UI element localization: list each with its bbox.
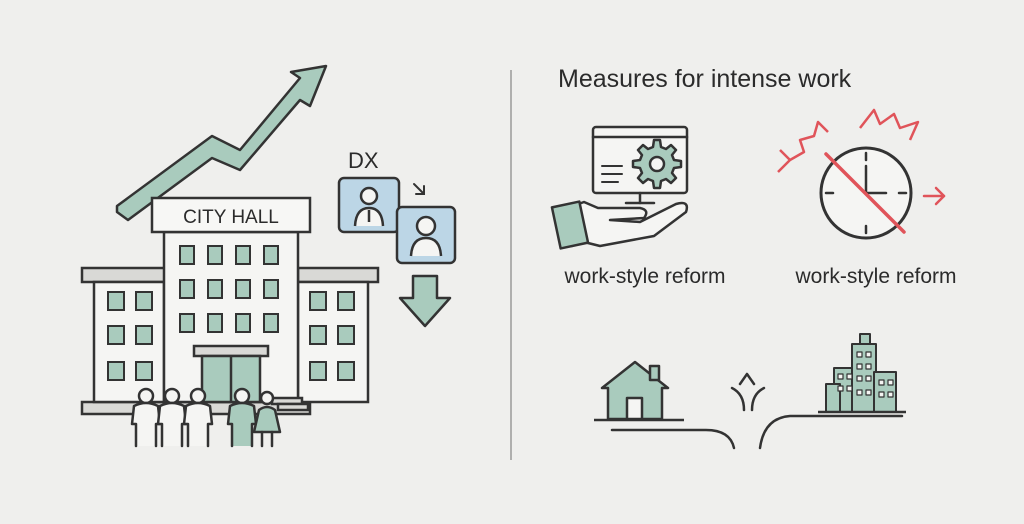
house-icon bbox=[594, 360, 684, 422]
down-arrow-icon bbox=[398, 274, 452, 328]
building-windows bbox=[107, 245, 355, 381]
city-hall-building-icon bbox=[80, 196, 380, 416]
trend-up-arrow-icon bbox=[115, 64, 328, 222]
reform-label-2: work-style reform bbox=[794, 265, 956, 288]
right-panel-heading: Measures for intense work bbox=[558, 65, 852, 93]
dx-person-card-icon-2 bbox=[395, 205, 457, 265]
left-panel: CITY HALL DX bbox=[80, 64, 457, 448]
crossed-clock-icon bbox=[777, 108, 946, 240]
people-group-icon bbox=[130, 387, 282, 448]
dx-person-card-icon bbox=[337, 176, 401, 234]
small-arrow-icon bbox=[413, 183, 425, 195]
right-panel: Measures for intense work work-style ref… bbox=[550, 65, 957, 450]
reform-label-1: work-style reform bbox=[563, 265, 725, 288]
city-hall-sign: CITY HALL bbox=[183, 207, 279, 228]
fork-road-icon bbox=[610, 372, 904, 450]
city-buildings-icon bbox=[818, 333, 906, 414]
hand-monitor-gear-icon bbox=[550, 125, 689, 250]
dx-label: DX bbox=[348, 148, 379, 173]
